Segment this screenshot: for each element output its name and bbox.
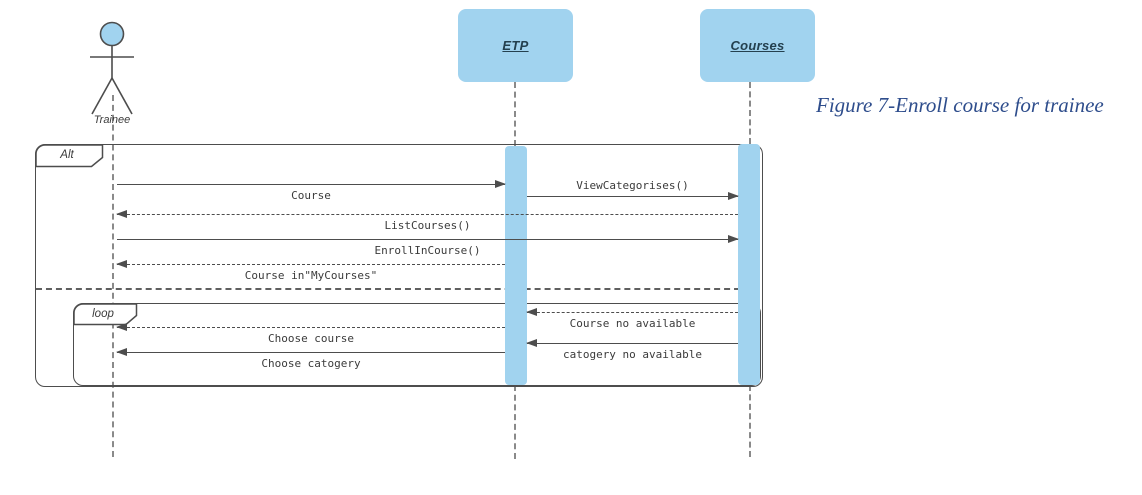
message-label: Choose course — [267, 332, 355, 345]
message-line — [117, 239, 738, 240]
object-courses: Courses — [700, 9, 815, 82]
object-etp-label: ETP — [502, 38, 529, 53]
object-etp: ETP — [458, 9, 573, 82]
message-label: ViewCategorises() — [576, 179, 689, 192]
figure-caption: Figure 7-Enroll course for trainee — [816, 93, 1104, 117]
lifeline-etp-upper — [514, 82, 516, 146]
alt-divider — [36, 288, 760, 290]
arrowhead-right-icon — [495, 180, 506, 188]
lifeline-etp-lower — [514, 385, 516, 459]
actor-label: Trainee — [93, 114, 131, 126]
message-line — [117, 352, 505, 353]
loop-fragment-label: loop — [92, 308, 114, 320]
message-line — [117, 264, 505, 265]
alt-fragment-label: Alt — [60, 149, 74, 161]
loop-fragment-frame — [73, 303, 761, 386]
object-courses-label: Courses — [730, 38, 785, 53]
message-label: Course — [291, 189, 331, 202]
message-label: ListCourses() — [384, 219, 471, 232]
message-label: Course in"MyCourses" — [244, 269, 378, 282]
alt-fragment-tab — [35, 144, 104, 168]
arrowhead-left-icon — [116, 260, 127, 268]
arrowhead-right-icon — [728, 192, 739, 200]
message-line — [117, 327, 505, 328]
activation-etp — [505, 146, 527, 385]
arrowhead-left-icon — [116, 323, 127, 331]
arrowhead-left-icon — [526, 339, 537, 347]
message-line — [527, 343, 738, 344]
alt-fragment-frame — [35, 144, 763, 387]
activation-courses — [738, 144, 760, 385]
message-label: Choose catogery — [261, 357, 361, 370]
loop-fragment-tab — [73, 303, 138, 326]
message-label: catogery no available — [562, 348, 703, 361]
message-line — [117, 214, 738, 215]
message-label: Course no available — [569, 317, 696, 330]
lifeline-courses-lower — [749, 385, 751, 457]
message-line — [527, 312, 738, 313]
lifeline-courses-upper — [749, 82, 751, 144]
arrowhead-right-icon — [728, 235, 739, 243]
arrowhead-left-icon — [116, 210, 127, 218]
arrowhead-left-icon — [526, 308, 537, 316]
message-label: EnrollInCourse() — [374, 244, 481, 257]
message-line — [527, 196, 738, 197]
message-line — [117, 184, 505, 185]
lifeline-trainee — [112, 95, 114, 457]
arrowhead-left-icon — [116, 348, 127, 356]
actor-trainee-icon — [90, 21, 134, 115]
